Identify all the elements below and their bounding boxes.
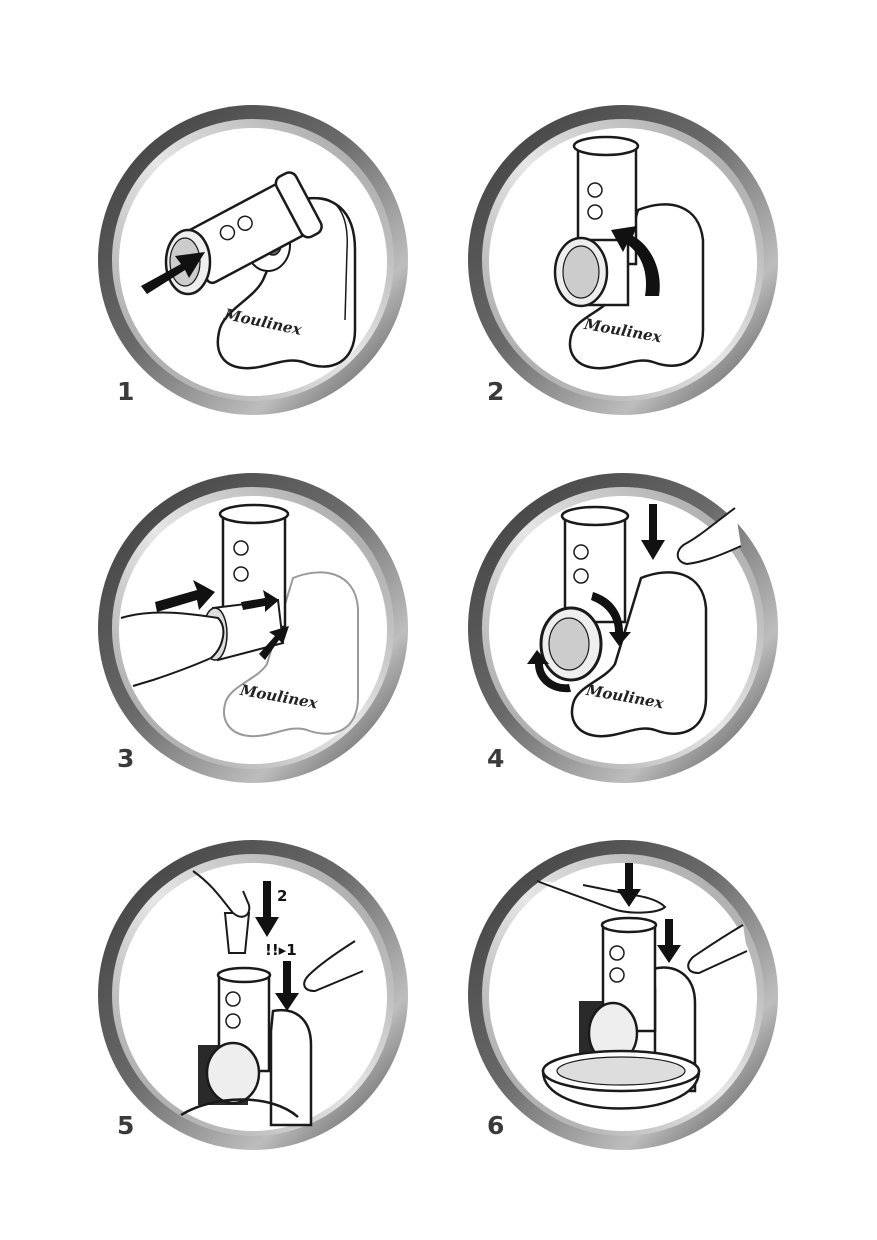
step-2-illustration: Moulinex [463, 100, 783, 420]
chute-opening [600, 916, 658, 934]
lock-order-label: !!▸1 [265, 941, 297, 959]
step-4-drawing: Moulinex [468, 473, 778, 783]
step-6-drawing [468, 840, 778, 1150]
step-5-drawing: 2 !!▸1 [98, 840, 408, 1150]
press-arrow [275, 961, 299, 1011]
symbol-icon [225, 1013, 241, 1029]
step-number-4: 4 [487, 744, 505, 773]
finger [303, 940, 364, 993]
symbol-icon [573, 568, 589, 584]
step-3-illustration: Moulinex [93, 468, 413, 788]
finger [676, 507, 742, 566]
press-arrow [641, 504, 665, 560]
lock-arrow [591, 592, 631, 646]
chute-body [183, 171, 323, 285]
food-pusher [223, 912, 251, 954]
symbol-icon [609, 945, 625, 961]
symbol-icon [233, 566, 249, 582]
push-order-label: 2 [277, 887, 287, 905]
appliance-base [223, 571, 359, 738]
insert-arrow [259, 626, 289, 660]
step-1-illustration: Moulinex [93, 100, 413, 420]
chute-opening [218, 503, 290, 525]
drum-end [205, 1041, 261, 1105]
step-2-drawing: Moulinex [468, 105, 778, 415]
step-number-2: 2 [487, 377, 505, 406]
step-3-drawing: Moulinex [98, 473, 408, 783]
step-1-drawing: Moulinex [98, 105, 408, 415]
hand [120, 611, 225, 687]
symbol-icon [609, 967, 625, 983]
appliance-base [216, 196, 357, 370]
symbol-icon [225, 991, 241, 1007]
insert-arrow [241, 590, 279, 612]
drum-face [548, 617, 590, 671]
step-number-1: 1 [117, 377, 135, 406]
rotate-arrow [611, 226, 660, 296]
appliance-base [568, 203, 705, 370]
appliance-base [570, 571, 708, 738]
chute-opening [216, 966, 272, 984]
push-arrow [155, 580, 215, 612]
lock-arrow [527, 650, 571, 693]
appliance-base [269, 1008, 313, 1127]
base-edge [314, 197, 348, 321]
finger [687, 924, 748, 975]
symbol-icon [573, 544, 589, 560]
symbol-icon [233, 540, 249, 556]
push-arrow [141, 252, 205, 294]
step-4-illustration: Moulinex [463, 468, 783, 788]
step-number-5: 5 [117, 1111, 135, 1140]
step-number-6: 6 [487, 1111, 505, 1140]
step-6-illustration [463, 835, 783, 1155]
chute-opening [572, 135, 640, 157]
step-number-3: 3 [117, 744, 135, 773]
food-slices [556, 1056, 686, 1086]
press-arrow [255, 881, 279, 937]
press-arrow [657, 919, 681, 963]
chute-opening [560, 505, 630, 527]
drum-face [562, 245, 600, 299]
bowl-rim [180, 1098, 299, 1118]
press-arrow [617, 863, 641, 907]
hand [192, 870, 251, 918]
hand [536, 880, 667, 914]
step-5-illustration: 2 !!▸1 [93, 835, 413, 1155]
symbol-icon [587, 204, 603, 220]
symbol-icon [587, 182, 603, 198]
chute-body [563, 512, 627, 624]
